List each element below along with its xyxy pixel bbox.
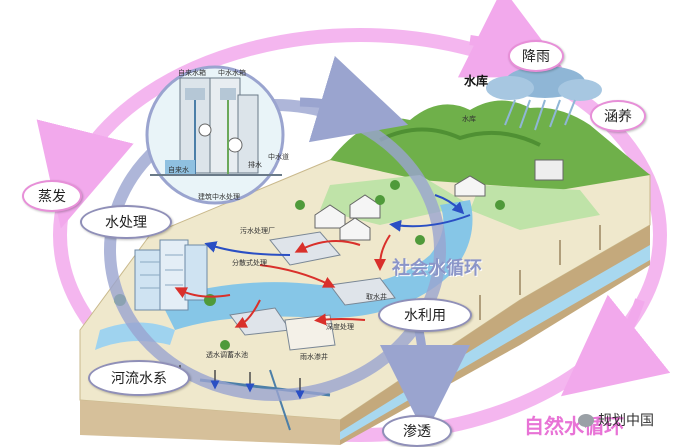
natural-cycle-arrow bbox=[560, 294, 671, 397]
intake-well-label: 取水井 bbox=[366, 293, 387, 301]
rain-cloud bbox=[486, 66, 602, 131]
tap-water-label: 自来水 bbox=[168, 166, 189, 174]
wechat-icon bbox=[578, 413, 594, 427]
sewage-plant-label: 污水处理厂 bbox=[240, 227, 275, 235]
permeable-pool-label: 透水调蓄水池 bbox=[206, 351, 248, 359]
reservoir-small-label: 水库 bbox=[462, 115, 476, 123]
reclaimed-system-label: 建筑中水处理 bbox=[198, 193, 240, 201]
node-water-use[interactable]: 水利用 bbox=[378, 298, 472, 332]
rain-well-label: 雨水渗井 bbox=[300, 353, 328, 361]
houses bbox=[314, 159, 564, 241]
deep-treatment-label: 深度处理 bbox=[326, 323, 354, 331]
reclaimed-pipe-label: 中水道 bbox=[268, 153, 289, 161]
city-buildings bbox=[134, 239, 208, 311]
reservoir-label: 水库 bbox=[464, 74, 489, 88]
watermark: 规划中国 bbox=[578, 410, 654, 430]
building-inset bbox=[145, 65, 285, 205]
node-evaporation[interactable]: 蒸发 bbox=[22, 180, 82, 212]
node-water-treatment[interactable]: 水处理 bbox=[80, 205, 172, 239]
soil-front bbox=[80, 400, 340, 445]
tap-water-tank-label: 自来水箱 bbox=[178, 69, 206, 77]
node-river-system[interactable]: 河流水系 bbox=[88, 360, 190, 396]
node-infiltration[interactable]: 渗透 bbox=[382, 415, 452, 447]
social-cycle-label: 社会水循环 bbox=[392, 258, 482, 279]
natural-cycle-arrow bbox=[36, 119, 134, 229]
groundwater-arrows bbox=[479, 225, 601, 320]
flow-arrows bbox=[174, 194, 471, 328]
distributed-treatment-label: 分散式处理 bbox=[232, 259, 267, 267]
natural-cycle-ring bbox=[53, 28, 667, 442]
social-cycle-arrow bbox=[299, 55, 409, 143]
natural-cycle-label: 自然水循环 bbox=[524, 414, 624, 438]
node-rain[interactable]: 降雨 bbox=[508, 40, 564, 72]
node-conserve[interactable]: 涵养 bbox=[590, 100, 646, 132]
reclaimed-water-tank-label: 中水水箱 bbox=[218, 69, 246, 77]
drainage-label: 排水 bbox=[248, 161, 262, 169]
